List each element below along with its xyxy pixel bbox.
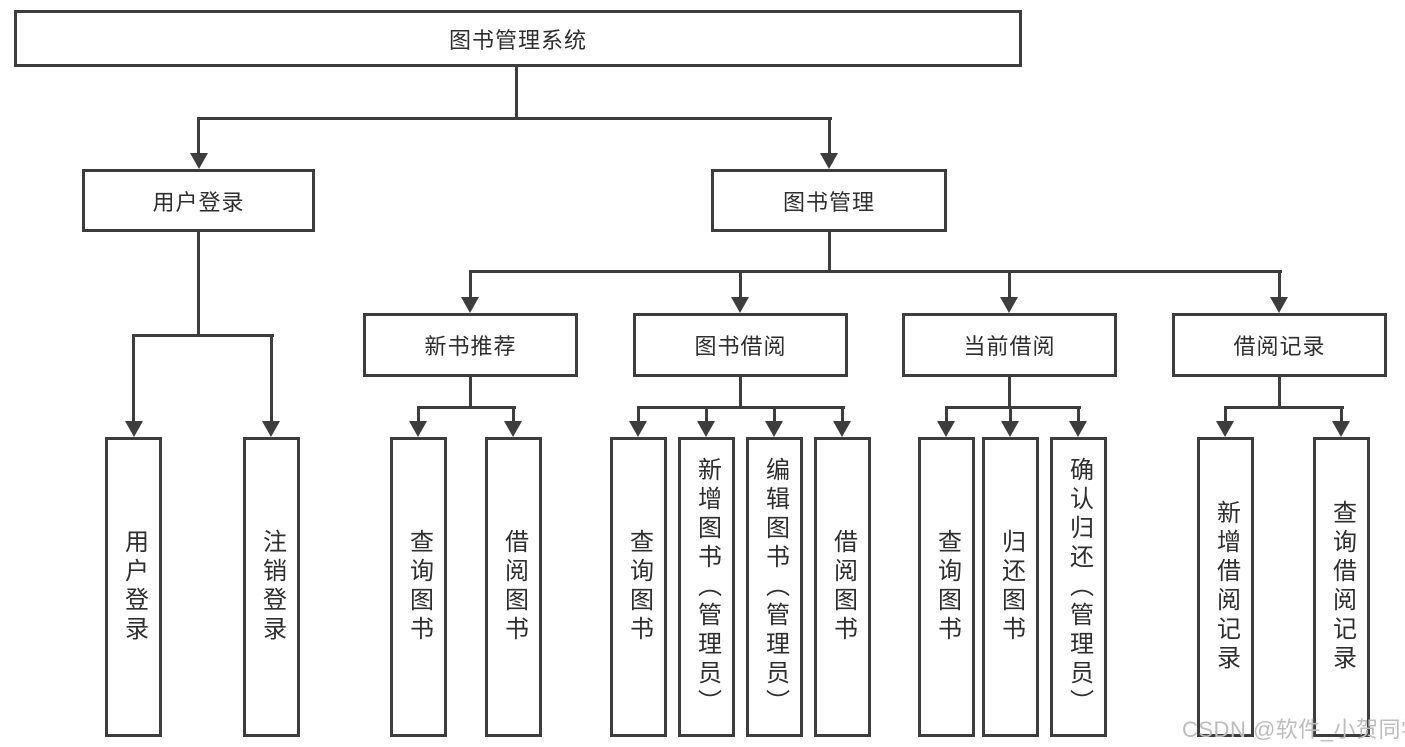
arrowhead-to-leaf-add-book — [697, 421, 715, 437]
node-book-management-label: 图书管理 — [782, 189, 875, 215]
connector-to-leaf-logout-stem — [270, 334, 273, 423]
node-book-borrow-label: 图书借阅 — [694, 334, 787, 359]
leaf-edit-book: 编辑图书（管理员） — [746, 437, 803, 737]
connector-borrow-records-hline — [1224, 406, 1344, 409]
node-borrow-records-label: 借阅记录 — [1233, 334, 1326, 359]
connector-new-book-hline — [417, 406, 516, 409]
node-new-book-recommend-label: 新书推荐 — [424, 334, 517, 359]
arrowhead-to-leaf-login — [125, 421, 143, 437]
leaf-borrow-books-b: 借阅图书 — [814, 437, 871, 737]
connector-to-leaf-confirm-stem — [1077, 406, 1080, 423]
leaf-borrow-books-a-label: 借阅图书 — [500, 529, 528, 645]
connector-current-borrow-hline — [945, 406, 1081, 409]
leaf-borrow-books-b-label: 借阅图书 — [829, 529, 857, 645]
leaf-add-book-label: 新增图书（管理员） — [693, 456, 721, 718]
arrowhead-to-leaf-confirm — [1069, 421, 1087, 437]
leaf-return-book-label: 归还图书 — [997, 529, 1025, 645]
arrowhead-to-borrow-records — [1270, 297, 1288, 313]
arrowhead-to-leaf-edit-book — [765, 421, 783, 437]
connector-to-leaf-borrow-a-stem — [512, 406, 515, 423]
arrowhead-to-leaf-logout — [262, 421, 280, 437]
leaf-add-borrow-record: 新增借阅记录 — [1197, 437, 1254, 737]
connector-borrow-records-stem2 — [1278, 377, 1281, 409]
connector-to-book-management-stem — [828, 117, 831, 157]
leaf-user-login: 用户登录 — [105, 437, 162, 737]
leaf-query-borrow-record: 查询借阅记录 — [1313, 437, 1370, 737]
arrowhead-to-leaf-borrow-a — [504, 421, 522, 437]
node-borrow-records: 借阅记录 — [1172, 313, 1387, 377]
connector-to-new-book-stem — [469, 270, 472, 301]
connector-current-borrow-stem2 — [1008, 377, 1011, 409]
arrowhead-to-book-borrow — [731, 297, 749, 313]
node-root-label: 图书管理系统 — [448, 27, 587, 53]
connector-book-borrow-hline — [637, 406, 845, 409]
leaf-query-books-c: 查询图书 — [918, 437, 975, 737]
connector-to-leaf-login-stem — [132, 334, 135, 423]
connector-new-book-stem — [469, 377, 472, 409]
connector-to-borrow-records-stem — [1278, 270, 1281, 301]
node-root: 图书管理系统 — [14, 10, 1022, 67]
connector-to-leaf-return-stem — [1009, 406, 1012, 423]
arrowhead-to-new-book — [461, 297, 479, 313]
leaf-return-book: 归还图书 — [982, 437, 1039, 737]
arrowhead-to-current-borrow — [1000, 297, 1018, 313]
node-user-login-label: 用户登录 — [152, 189, 245, 215]
leaf-query-books-a: 查询图书 — [390, 437, 447, 737]
arrowhead-to-leaf-query-a — [409, 421, 427, 437]
connector-to-leaf-query-c-stem — [945, 406, 948, 423]
arrowhead-to-leaf-add-record — [1216, 421, 1234, 437]
leaf-query-books-c-label: 查询图书 — [933, 529, 961, 645]
connector-user-login-stem — [197, 232, 200, 337]
connector-to-leaf-add-book-stem — [705, 406, 708, 423]
leaf-add-borrow-record-label: 新增借阅记录 — [1212, 500, 1240, 674]
node-book-borrow: 图书借阅 — [633, 313, 848, 377]
node-current-borrow-label: 当前借阅 — [963, 334, 1056, 359]
leaf-confirm-return: 确认归还（管理员） — [1050, 437, 1107, 737]
connector-to-current-borrow-stem — [1008, 270, 1011, 301]
connector-book-borrow-stem2 — [739, 377, 742, 409]
arrowhead-to-leaf-borrow-b — [833, 421, 851, 437]
arrowhead-to-leaf-query-record — [1332, 421, 1350, 437]
node-book-management: 图书管理 — [711, 169, 947, 232]
connector-root-stem — [515, 66, 518, 120]
connector-to-user-login-stem — [197, 117, 200, 157]
connector-book-management-hline — [469, 270, 1282, 273]
leaf-logout: 注销登录 — [243, 437, 300, 737]
leaf-add-book: 新增图书（管理员） — [678, 437, 735, 737]
leaf-query-books-b: 查询图书 — [610, 437, 667, 737]
node-user-login: 用户登录 — [82, 169, 315, 232]
leaf-user-login-label: 用户登录 — [120, 529, 148, 645]
leaf-borrow-books-a: 借阅图书 — [485, 437, 542, 737]
leaf-edit-book-label: 编辑图书（管理员） — [761, 456, 789, 718]
arrowhead-to-user-login — [190, 153, 208, 169]
arrowhead-to-leaf-query-c — [937, 421, 955, 437]
arrowhead-to-leaf-return — [1001, 421, 1019, 437]
connector-user-login-hline — [132, 334, 274, 337]
connector-to-leaf-query-a-stem — [417, 406, 420, 423]
node-current-borrow: 当前借阅 — [902, 313, 1117, 377]
connector-to-book-borrow-stem — [739, 270, 742, 301]
connector-root-hline — [197, 117, 832, 120]
leaf-logout-label: 注销登录 — [258, 529, 286, 645]
arrowhead-to-leaf-query-b — [629, 421, 647, 437]
leaf-query-books-b-label: 查询图书 — [625, 529, 653, 645]
node-new-book-recommend: 新书推荐 — [363, 313, 578, 377]
leaf-query-borrow-record-label: 查询借阅记录 — [1328, 500, 1356, 674]
connector-to-leaf-edit-book-stem — [773, 406, 776, 423]
connector-to-leaf-query-record-stem — [1340, 406, 1343, 423]
connector-to-leaf-borrow-b-stem — [841, 406, 844, 423]
connector-to-leaf-query-b-stem — [637, 406, 640, 423]
arrowhead-to-book-management — [820, 153, 838, 169]
leaf-confirm-return-label: 确认归还（管理员） — [1065, 456, 1093, 718]
csdn-watermark: CSDN @软件_小贺同学 — [1182, 717, 1405, 742]
connector-book-management-stem — [828, 232, 831, 273]
leaf-query-books-a-label: 查询图书 — [405, 529, 433, 645]
connector-to-leaf-add-record-stem — [1224, 406, 1227, 423]
